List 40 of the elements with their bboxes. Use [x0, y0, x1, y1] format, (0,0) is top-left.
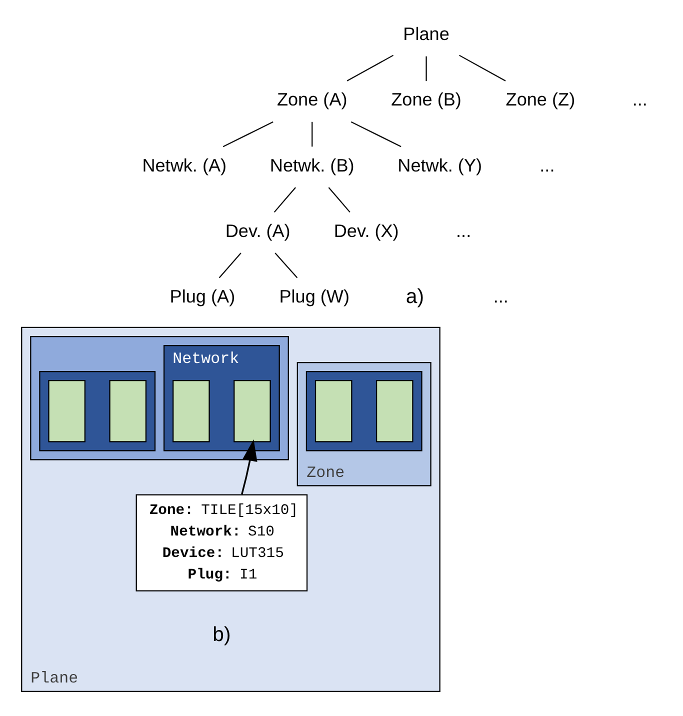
connector — [350, 121, 402, 148]
node-text: Plane — [403, 24, 450, 44]
cluster — [30, 336, 289, 460]
label: ... — [493, 286, 508, 306]
connector — [274, 252, 298, 278]
node-text: Dev. (A) — [225, 220, 290, 241]
connector — [459, 54, 506, 82]
node-text: Netwk. (Y) — [398, 155, 482, 176]
label: ... — [456, 220, 472, 241]
node-box — [172, 380, 210, 442]
cluster: Zone — [296, 362, 432, 486]
label: b) — [212, 624, 231, 646]
node-box — [376, 380, 414, 442]
connector — [328, 187, 350, 213]
node-text: Plug (W) — [279, 286, 350, 306]
cluster — [306, 371, 422, 452]
node-box — [314, 380, 352, 442]
node-box — [109, 380, 147, 442]
node-box — [234, 380, 271, 442]
cluster — [39, 371, 156, 452]
node-text: Plug (A) — [170, 286, 236, 306]
arrow — [241, 439, 258, 495]
connector — [274, 187, 296, 213]
label: ... — [540, 155, 555, 176]
connector — [222, 121, 274, 148]
connector — [346, 54, 394, 82]
connector — [426, 56, 427, 82]
cluster: Network — [163, 345, 280, 452]
connector — [218, 252, 242, 278]
connector — [312, 122, 313, 147]
node-text: Netwk. (B) — [270, 155, 354, 176]
node-box — [48, 380, 86, 442]
node-text: Zone (A) — [276, 90, 348, 110]
node-box: Zone: TILE[15x10] Network: S10 Device: LUT315 Plug: I1 — [136, 494, 308, 592]
node-text: Zone (Z) — [506, 90, 576, 110]
node-text: Netwk. (A) — [142, 155, 227, 176]
label: ... — [632, 90, 648, 110]
node-text: Zone (B) — [391, 90, 462, 110]
label: a) — [406, 286, 424, 308]
node-text: Dev. (X) — [334, 220, 399, 241]
